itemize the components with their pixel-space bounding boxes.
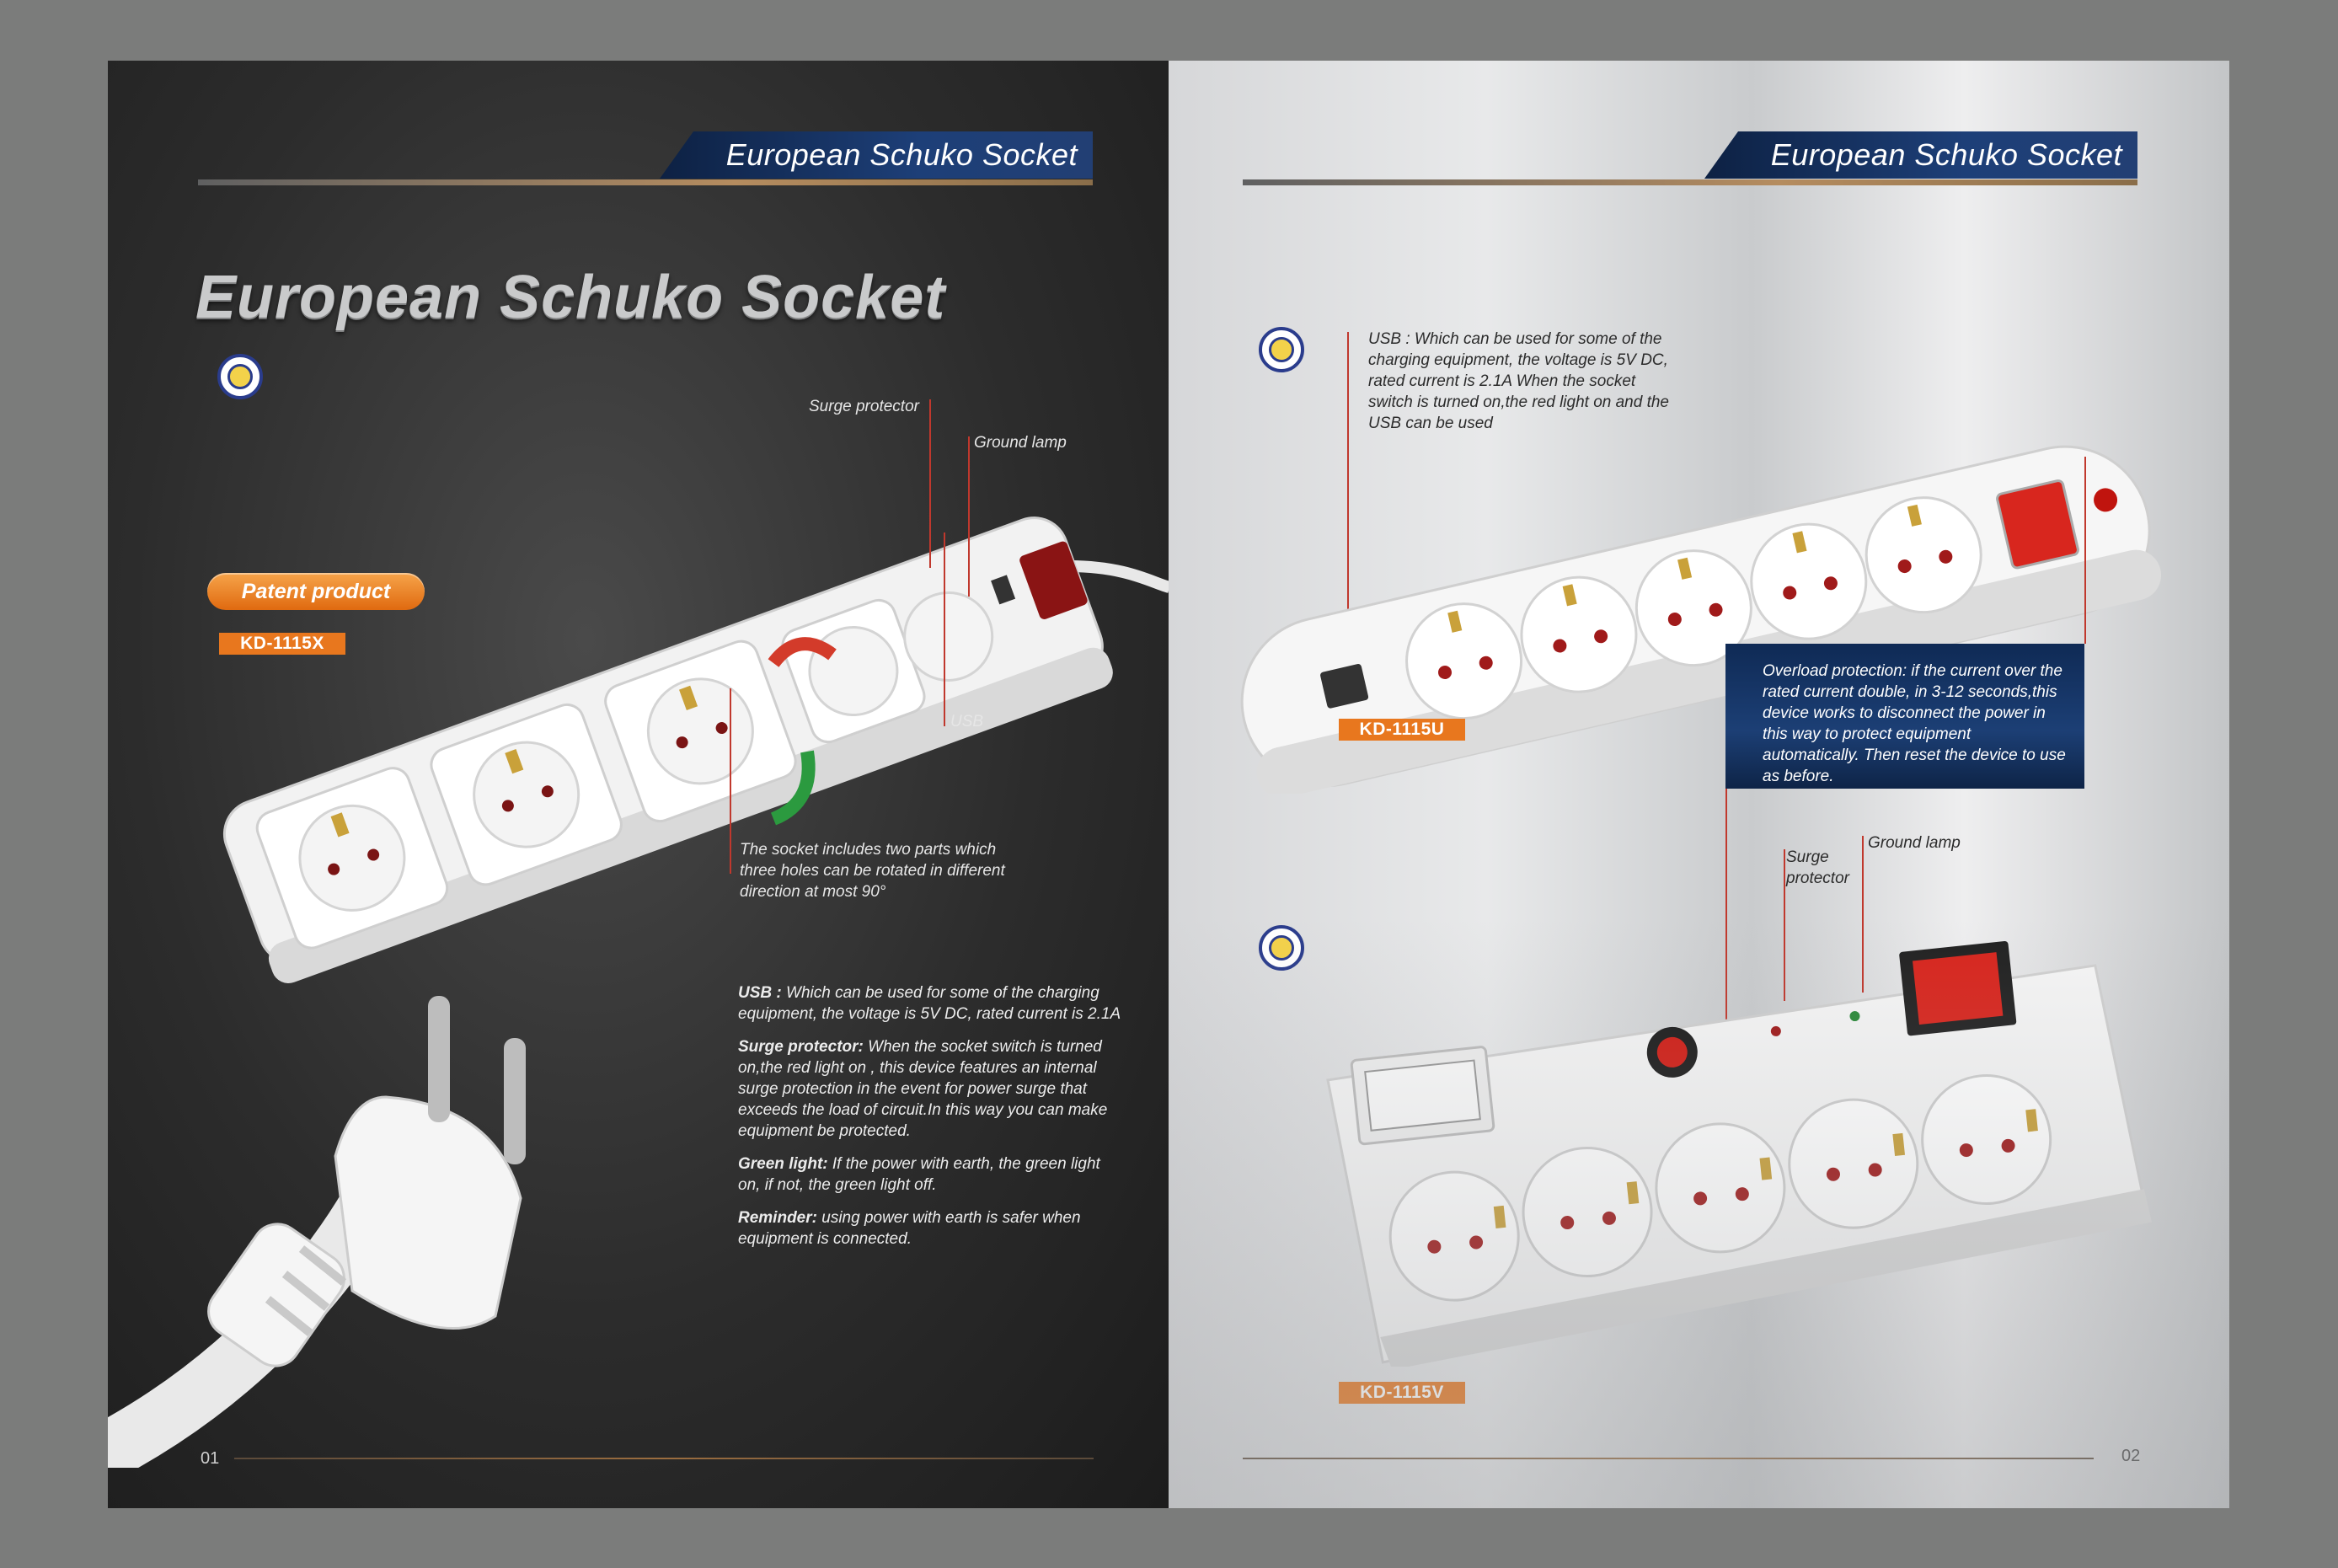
callout-line-surge bbox=[929, 399, 931, 568]
callout-rotation-note: The socket includes two parts which thre… bbox=[740, 841, 1005, 901]
power-strip-kd-1115v-illustration bbox=[1326, 940, 2152, 1367]
brand-seal-icon bbox=[217, 354, 263, 399]
note-surge-protector: Surge protector: When the socket switch … bbox=[738, 1038, 1108, 1140]
patent-product-badge: Patent product bbox=[207, 573, 425, 610]
schuko-plug-illustration bbox=[108, 996, 526, 1468]
callout-line-overload-top bbox=[2084, 457, 2086, 644]
note-reminder: Reminder: using power with earth is safe… bbox=[738, 1209, 1081, 1248]
main-title: European Schuko Socket bbox=[195, 264, 946, 331]
feature-notes: USB : Which can be used for some of the … bbox=[738, 982, 1126, 1261]
brand-seal-icon-top bbox=[1259, 327, 1304, 372]
page-number-left: 01 bbox=[201, 1449, 220, 1468]
right-header-rule bbox=[1243, 179, 2137, 185]
note-green-light: Green light: If the power with earth, th… bbox=[738, 1155, 1100, 1194]
callout-surge-protector-right: Surge protector bbox=[1786, 848, 1849, 887]
right-footer-rule bbox=[1243, 1458, 2094, 1459]
left-footer-rule bbox=[234, 1458, 1094, 1459]
power-strip-kd-1115u-illustration bbox=[1240, 445, 2162, 794]
callout-ground-lamp: Ground lamp bbox=[974, 434, 1067, 452]
model-label-kd-1115v: KD-1115V bbox=[1339, 1382, 1465, 1404]
callout-line-ground bbox=[968, 436, 970, 597]
power-strip-kd-1115x-illustration bbox=[222, 516, 1169, 983]
right-banner-title: European Schuko Socket bbox=[1770, 137, 2122, 172]
left-header-banner: European Schuko Socket bbox=[660, 131, 1093, 179]
page-number-right: 02 bbox=[2121, 1447, 2141, 1465]
model-label-kd-1115x: KD-1115X bbox=[219, 633, 345, 655]
overload-protection-note: Overload protection: if the current over… bbox=[1725, 644, 2084, 789]
callout-ground-lamp-right: Ground lamp bbox=[1868, 834, 1961, 852]
model-label-kd-1115u: KD-1115U bbox=[1339, 719, 1465, 741]
callout-line-overload bbox=[1725, 789, 1727, 1041]
callout-usb: USB bbox=[950, 713, 984, 730]
callout-line-usb bbox=[944, 532, 945, 726]
brand-seal-icon-bottom bbox=[1259, 925, 1304, 971]
callout-line-ground-right bbox=[1862, 836, 1864, 993]
callout-surge-protector: Surge protector bbox=[809, 398, 919, 415]
right-header-banner: European Schuko Socket bbox=[1704, 131, 2137, 179]
note-usb: USB : Which can be used for some of the … bbox=[738, 984, 1121, 1023]
callout-line-usb-right bbox=[1347, 332, 1349, 645]
callout-line-rotation bbox=[730, 688, 731, 874]
usb-note: USB : Which can be used for some of the … bbox=[1368, 330, 1670, 432]
callout-line-surge-right bbox=[1784, 849, 1785, 1001]
right-page: European Schuko Socket USB : Which can b… bbox=[1169, 61, 2229, 1508]
left-header-rule bbox=[198, 179, 1093, 185]
left-banner-title: European Schuko Socket bbox=[725, 137, 1078, 172]
left-page: European Schuko Socket European Schuko S… bbox=[108, 61, 1169, 1508]
